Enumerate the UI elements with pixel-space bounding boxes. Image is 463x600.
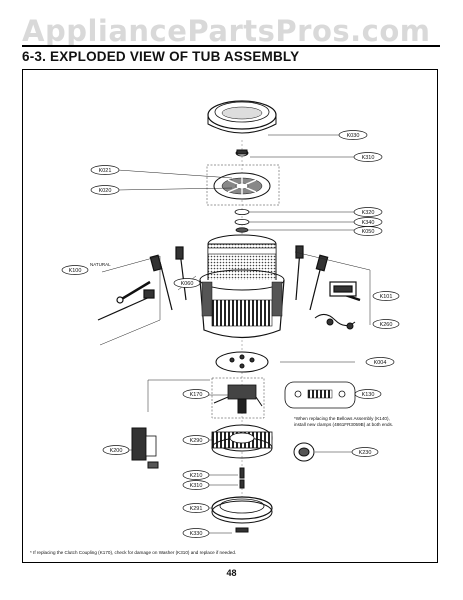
pulsator-part — [213, 172, 271, 200]
callout-k130: K130 — [362, 392, 375, 398]
suspension-rods-left — [116, 246, 187, 311]
diagram-frame — [22, 69, 438, 563]
title-rule — [22, 45, 440, 47]
clutch-coupling-part — [213, 384, 263, 414]
callout-k170: K170 — [190, 392, 203, 398]
bolt-part — [239, 467, 245, 489]
leader-lines — [99, 134, 371, 534]
callout-k310-bottom: K310 — [190, 483, 203, 489]
natural-label: NATURAL — [90, 262, 111, 267]
callout-k290: K290 — [190, 438, 203, 444]
callout-k230: K230 — [359, 450, 372, 456]
page-number: 48 — [226, 568, 237, 578]
callout-k200: K200 — [110, 448, 123, 454]
watermark: AppliancePartsPros.com — [22, 14, 431, 48]
clutch-group-frame — [211, 377, 265, 419]
callout-k210: K210 — [190, 473, 203, 479]
callout-k050: K050 — [362, 229, 375, 235]
hanger-assembly-right — [329, 281, 357, 297]
outer-tub-part — [199, 269, 285, 339]
seal-washer-stack — [234, 208, 250, 233]
clutch-plate-part — [215, 351, 269, 373]
pulsator-group-frame — [206, 164, 280, 206]
bolt-part-bottom — [235, 527, 249, 533]
callout-k310-top: K310 — [362, 155, 375, 161]
bracket-part — [131, 427, 159, 469]
callout-k021: K021 — [99, 168, 112, 174]
motor-rotor-part — [211, 496, 273, 524]
rotor-part — [211, 424, 273, 459]
callout-k330: K330 — [190, 531, 203, 537]
wiring-harness-part — [314, 314, 356, 330]
section-title: 6-3. EXPLODED VIEW OF TUB ASSEMBLY — [22, 49, 300, 64]
callout-k291: K291 — [190, 506, 203, 512]
callout-k100: K100 — [69, 268, 82, 274]
bellows-note-line1: *When replacing the Bellows Assembly (K1… — [294, 416, 390, 421]
tub-cover-part — [207, 100, 277, 134]
callout-k060: K060 — [181, 281, 194, 287]
callout-k260: K260 — [380, 322, 393, 328]
callout-k030: K030 — [347, 133, 360, 139]
callout-k020: K020 — [99, 188, 112, 194]
callout-k004: K004 — [374, 360, 387, 366]
callout-k320: K320 — [362, 210, 375, 216]
footnote: * If replacing the Clutch Coupling (K170… — [30, 550, 236, 555]
bellows-part — [284, 381, 356, 409]
suspension-rods-right — [295, 245, 361, 311]
bellows-note-line2: install new clamps (4861FR3059B) at both… — [294, 422, 393, 427]
callout-labels — [61, 130, 400, 538]
callout-k340: K340 — [362, 220, 375, 226]
callout-k101: K101 — [380, 294, 393, 300]
pump-part — [293, 442, 315, 462]
washer-part-top — [235, 149, 249, 157]
hanger-assembly-left — [97, 289, 155, 321]
